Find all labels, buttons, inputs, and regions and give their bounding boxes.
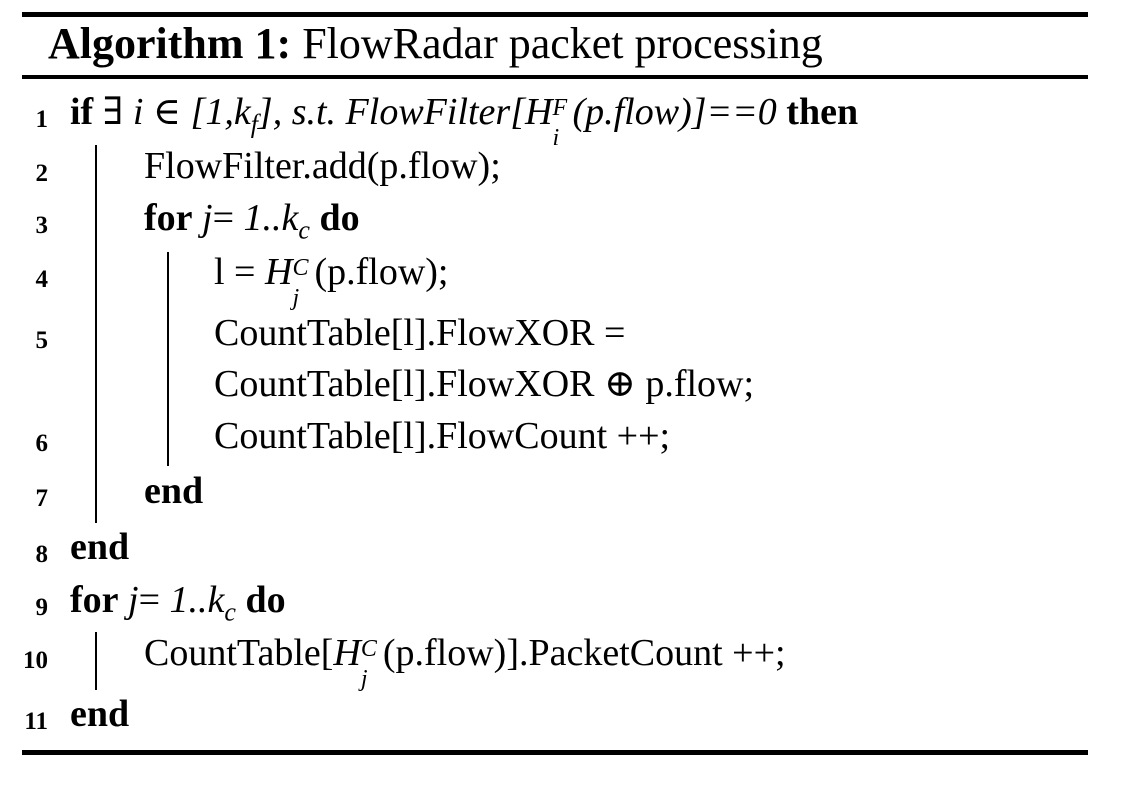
- line-code: for j= 1..kc do: [70, 578, 286, 625]
- superscript: C: [292, 255, 309, 281]
- line-number: 7: [35, 485, 49, 512]
- line-number: 9: [35, 594, 49, 621]
- subscript: i: [552, 125, 560, 151]
- loop-eq: =: [212, 197, 244, 239]
- bottom-rule: [22, 750, 1088, 755]
- line-number: 11: [24, 708, 48, 735]
- loop-eq: =: [138, 579, 170, 621]
- loop-range: 1..k: [243, 197, 299, 239]
- outer-for-block-bar: [95, 632, 97, 690]
- line-number: 10: [23, 647, 48, 674]
- line-number: 1: [35, 106, 49, 133]
- line-code: CountTable[l].FlowCount ++;: [214, 415, 671, 457]
- keyword-end: end: [70, 526, 130, 568]
- hash-function: H: [333, 632, 361, 674]
- loop-variable: j: [128, 579, 139, 621]
- superscript: C: [360, 636, 377, 662]
- line-code: CountTable[l].FlowXOR =: [214, 312, 626, 354]
- loop-variable: j: [202, 197, 213, 239]
- line-code: CountTable[l].FlowXOR ⊕ p.flow;: [214, 363, 755, 405]
- keyword-if: if: [70, 91, 94, 133]
- subscript: f: [250, 109, 258, 139]
- condition-part: i ∈ [1,k: [132, 91, 251, 133]
- subscript: j: [292, 285, 300, 311]
- algorithm-name: FlowRadar packet processing: [302, 19, 823, 68]
- hash-function: H: [265, 251, 293, 293]
- line-number: 8: [35, 541, 49, 568]
- keyword-for: for: [70, 579, 119, 621]
- line-number: 5: [35, 327, 49, 354]
- keyword-end: end: [70, 693, 130, 735]
- line-number: 3: [35, 212, 49, 239]
- keyword-for: for: [144, 197, 193, 239]
- top-rule: [22, 12, 1088, 17]
- inner-for-block-bar: [167, 252, 169, 466]
- subscript: c: [224, 597, 236, 627]
- keyword-end: end: [144, 470, 204, 512]
- line-code: FlowFilter.add(p.flow);: [144, 145, 501, 187]
- subscript: c: [298, 215, 310, 245]
- line-number: 2: [35, 160, 49, 187]
- condition-part: (p.flow)]==0: [572, 91, 777, 133]
- exists-symbol: ∃: [102, 91, 124, 133]
- line-number: 6: [35, 430, 49, 457]
- loop-range: 1..k: [169, 579, 225, 621]
- subscript: j: [360, 666, 368, 692]
- header-rule: [22, 75, 1088, 79]
- assign-prefix: l =: [214, 251, 265, 293]
- table-suffix: (p.flow)].PacketCount ++;: [382, 632, 786, 674]
- keyword-do: do: [245, 579, 286, 621]
- keyword-then: then: [786, 91, 859, 133]
- algorithm-title: Algorithm 1: FlowRadar packet processing: [48, 16, 823, 72]
- hash-argument: (p.flow);: [314, 251, 449, 293]
- line-number: 4: [35, 266, 49, 293]
- if-block-bar: [95, 145, 97, 523]
- line-code: for j= 1..kc do: [144, 196, 360, 243]
- table-prefix: CountTable[: [144, 632, 334, 674]
- keyword-do: do: [319, 197, 360, 239]
- superscript: F: [552, 95, 568, 121]
- condition-part: ], s.t. FlowFilter[H: [257, 91, 553, 133]
- algorithm-label: Algorithm 1:: [48, 19, 292, 68]
